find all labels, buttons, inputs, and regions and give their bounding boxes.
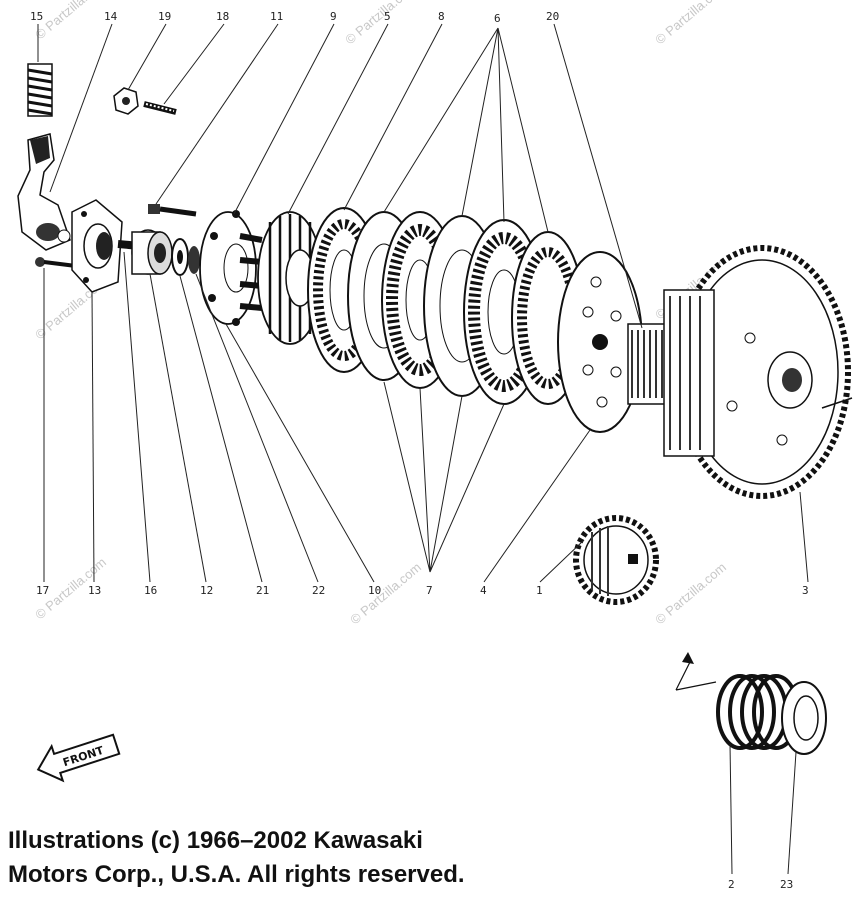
washer-21 [171, 238, 189, 276]
callout-22: 22 [312, 584, 325, 597]
callout-21: 21 [256, 584, 269, 597]
clutch-gear-3 [663, 245, 853, 499]
bolt-11 [148, 204, 197, 217]
callout-2: 2 [728, 878, 735, 891]
parts-layer [17, 63, 853, 755]
callout-16: 16 [144, 584, 157, 597]
callout-8: 8 [438, 10, 445, 23]
watermark: © Partzilla.com [342, 0, 419, 47]
callout-18: 18 [216, 10, 229, 23]
callout-5: 5 [384, 10, 391, 23]
callout-1: 1 [536, 584, 543, 597]
collar-22 [188, 246, 200, 274]
sleeve-20 [627, 323, 669, 405]
watermark: © Partzilla.com [32, 0, 109, 42]
watermark: © Partzilla.com [652, 0, 729, 47]
callout-14: 14 [104, 10, 118, 23]
callout-11: 11 [270, 10, 283, 23]
leader-lines [37, 23, 809, 875]
callout-12: 12 [200, 584, 213, 597]
callout-6: 6 [494, 12, 501, 25]
copyright-notice: Illustrations (c) 1966–2002 Kawasaki Mot… [8, 824, 628, 892]
release-bracket-13 [71, 199, 123, 293]
callout-4: 4 [480, 584, 487, 597]
spring-15 [27, 63, 53, 117]
adjusting-screw-18 [143, 101, 177, 115]
bearing-12 [131, 229, 173, 275]
callout-13: 13 [88, 584, 101, 597]
washer-23 [675, 652, 827, 755]
callout-9: 9 [330, 10, 337, 23]
nut-19 [113, 87, 139, 115]
callout-7: 7 [426, 584, 433, 597]
callout-numbers: 15 14 19 18 11 9 5 8 6 20 17 13 16 12 21… [30, 10, 809, 891]
small-gear-1 [573, 515, 659, 605]
copyright-line-1: Illustrations (c) 1966–2002 Kawasaki [8, 827, 423, 854]
callout-3: 3 [802, 584, 809, 597]
callout-17: 17 [36, 584, 49, 597]
watermark: © Partzilla.com [347, 559, 424, 627]
callout-10: 10 [368, 584, 381, 597]
front-arrow: FRONT [36, 733, 121, 783]
release-lever-14 [17, 133, 71, 251]
copyright-line-2: Motors Corp., U.S.A. All rights reserved… [8, 861, 465, 888]
callout-15: 15 [30, 10, 43, 23]
pressure-plate-9 [199, 210, 263, 326]
plate-stack [347, 211, 585, 405]
screw-17 [35, 257, 77, 268]
callout-20: 20 [546, 10, 559, 23]
watermark: © Partzilla.com [652, 559, 729, 627]
callout-19: 19 [158, 10, 171, 23]
callout-23: 23 [780, 878, 793, 891]
